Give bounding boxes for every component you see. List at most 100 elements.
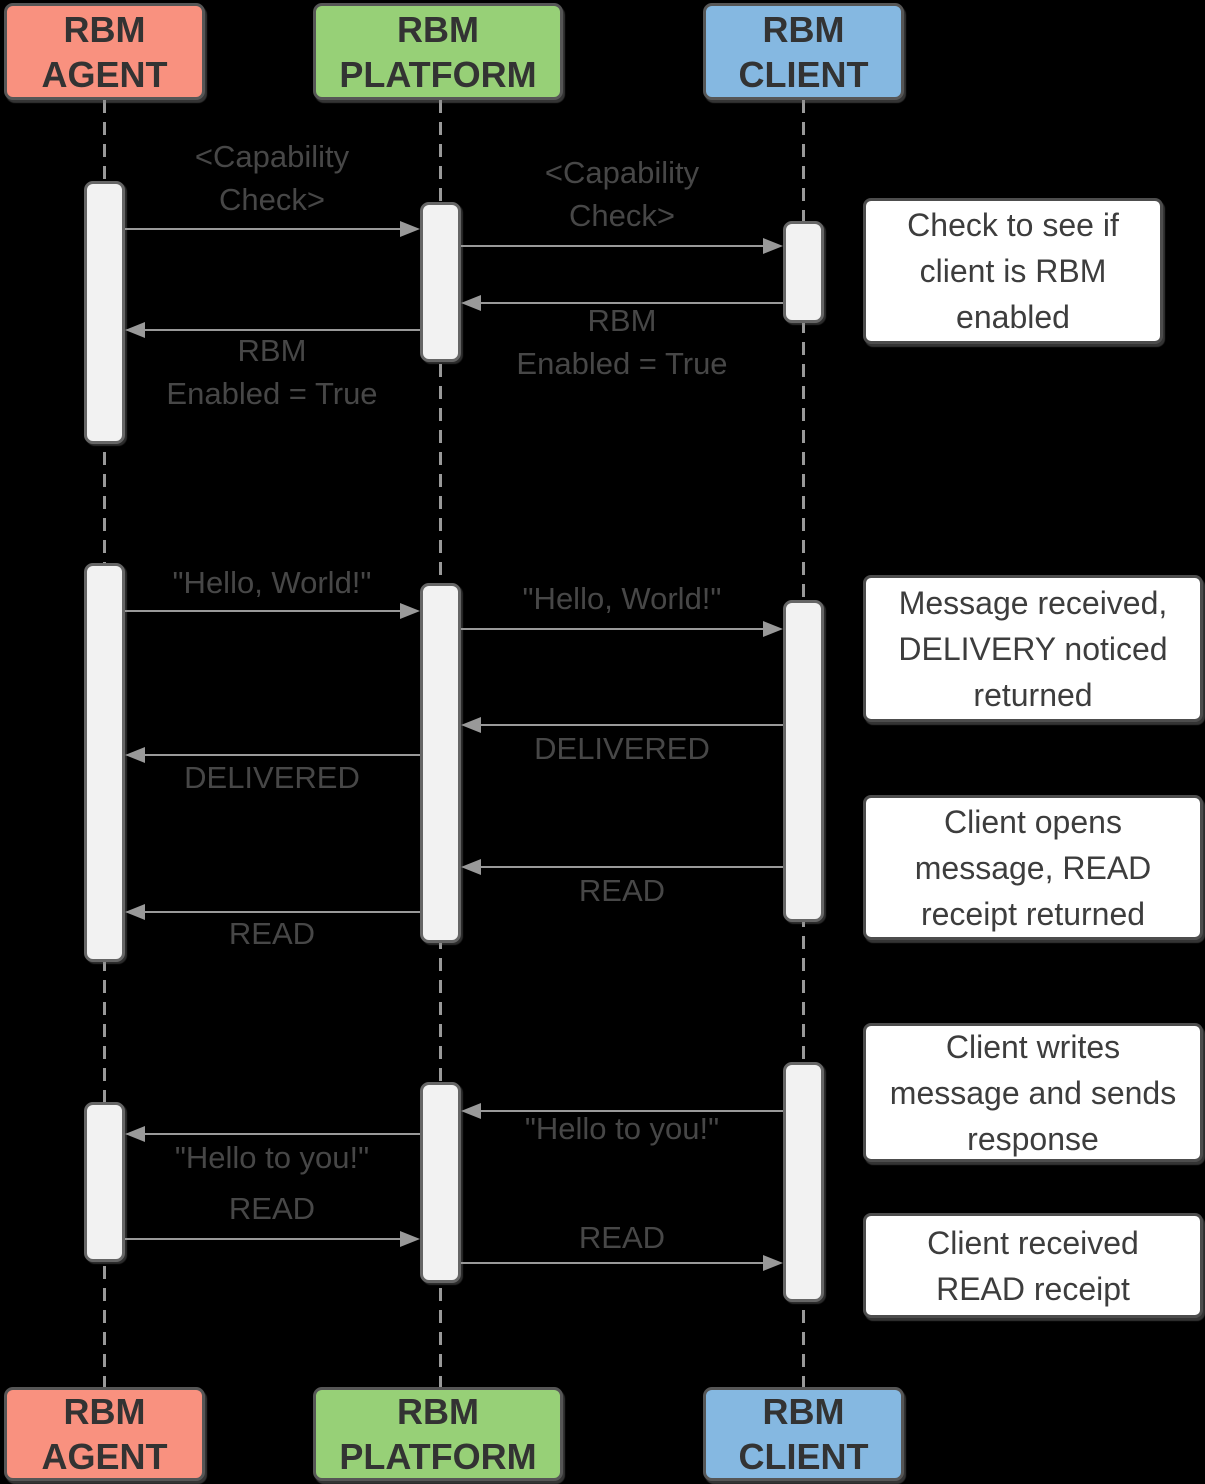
actor-label-line: AGENT xyxy=(41,1436,168,1477)
message-label-line: "Hello to you!" xyxy=(524,1110,720,1146)
message-label-line: "Hello to you!" xyxy=(174,1139,370,1175)
note-text-line: Client received xyxy=(927,1224,1139,1261)
arrowhead-left-icon xyxy=(124,747,145,763)
note-text-line: Client opens xyxy=(944,803,1122,840)
actor-label-line: CLIENT xyxy=(738,1436,869,1477)
arrowhead-left-icon xyxy=(460,1103,481,1119)
note-box: Check to see if client is RBM enabled xyxy=(863,198,1163,344)
activation-bar-rbm-agent xyxy=(83,1102,125,1262)
message-arrow-line xyxy=(124,1238,400,1240)
actor-label-line: AGENT xyxy=(41,53,168,95)
note-text-line: response xyxy=(967,1120,1099,1157)
message-label-line: RBM xyxy=(587,303,657,338)
message-label-line: Check> xyxy=(219,182,325,217)
message-label-line: READ xyxy=(228,1190,316,1226)
message-arrow-line xyxy=(480,302,783,304)
actor-label-line: RBM xyxy=(397,8,479,50)
arrowhead-right-icon xyxy=(399,221,420,237)
arrowhead-right-icon xyxy=(399,603,420,619)
note-text-line: Client writes xyxy=(945,1028,1121,1065)
note-text-line: Check to see if xyxy=(907,207,1119,243)
arrowhead-left-icon xyxy=(460,717,481,733)
actor-label-line: CLIENT xyxy=(738,53,869,95)
message-arrow-line xyxy=(144,1133,420,1135)
message-arrow-line xyxy=(144,754,420,756)
message-label: "Hello to you!" xyxy=(22,1136,522,1179)
note-text-line: returned xyxy=(973,676,1093,713)
message-label-line: READ xyxy=(578,1219,666,1255)
message-label-line: <Capability xyxy=(544,155,700,190)
note-box: Client writes message and sends response xyxy=(863,1023,1203,1162)
arrowhead-left-icon xyxy=(124,1126,145,1142)
message-label: READ xyxy=(372,869,872,912)
message-arrow-line xyxy=(124,610,400,612)
arrowhead-right-icon xyxy=(762,1255,783,1271)
actor-label-line: PLATFORM xyxy=(339,1436,537,1477)
arrowhead-left-icon xyxy=(124,322,145,338)
note-text-line: READ receipt xyxy=(936,1270,1130,1307)
note-box: Message received, DELIVERY noticed returne… xyxy=(863,575,1203,722)
note-text-line: Message received, xyxy=(898,584,1168,621)
message-label-line: <Capability xyxy=(194,139,350,174)
message-label-line: Check> xyxy=(569,198,675,233)
message-arrow-line xyxy=(460,1262,763,1264)
arrowhead-left-icon xyxy=(124,904,145,920)
message-label-line: "Hello, World!" xyxy=(172,564,372,600)
message-label-line: "Hello, World!" xyxy=(522,580,722,616)
message-label: "Hello, World!" xyxy=(372,577,872,620)
actor-label-line: RBM xyxy=(397,1391,479,1432)
activation-bar-rbm-platform xyxy=(419,202,461,362)
note-text-line: receipt returned xyxy=(920,895,1146,932)
message-arrow-line xyxy=(124,228,400,230)
message-label: READ xyxy=(22,1187,522,1230)
message-arrow-line xyxy=(144,329,420,331)
note-text-line: client is RBM xyxy=(919,253,1107,289)
message-label: READ xyxy=(22,912,522,955)
message-arrow-line xyxy=(460,628,763,630)
activation-bar-rbm-client xyxy=(782,221,824,323)
activation-bar-rbm-agent xyxy=(83,563,125,962)
note-text-line: enabled xyxy=(956,299,1070,335)
note-text-line: message and sends xyxy=(889,1074,1177,1111)
message-label: "Hello, World!" xyxy=(22,561,522,604)
arrowhead-right-icon xyxy=(399,1231,420,1247)
actor-label-line: PLATFORM xyxy=(339,53,537,95)
arrowhead-left-icon xyxy=(460,295,481,311)
message-arrow-line xyxy=(480,724,783,726)
message-label-line: DELIVERED xyxy=(534,730,710,766)
actor-label-line: RBM xyxy=(762,1391,845,1432)
message-label-line: DELIVERED xyxy=(184,759,360,795)
message-arrow-line xyxy=(144,911,420,913)
actor-label-line: RBM xyxy=(63,1391,146,1432)
message-label-line: RBM xyxy=(237,333,307,368)
arrowhead-right-icon xyxy=(762,621,783,637)
activation-bar-rbm-client xyxy=(782,600,824,922)
message-label: READ xyxy=(372,1216,872,1259)
arrowhead-left-icon xyxy=(460,859,481,875)
note-box: Client opens message, READ receipt returne… xyxy=(863,795,1203,940)
note-text-line: DELIVERY noticed xyxy=(898,630,1168,667)
message-label: DELIVERED xyxy=(372,727,872,770)
message-label: DELIVERED xyxy=(22,756,522,799)
activation-bar-rbm-agent xyxy=(83,181,125,444)
message-label-line: READ xyxy=(578,872,666,908)
note-text-line: message, READ xyxy=(914,849,1152,886)
message-label: "Hello to you!" xyxy=(372,1107,872,1150)
message-arrow-line xyxy=(480,1110,783,1112)
actor-label-line: RBM xyxy=(762,8,845,50)
activation-bar-rbm-platform xyxy=(419,1082,461,1283)
activation-bar-rbm-platform xyxy=(419,583,461,943)
message-arrow-line xyxy=(460,245,763,247)
message-label-line: READ xyxy=(228,915,316,951)
